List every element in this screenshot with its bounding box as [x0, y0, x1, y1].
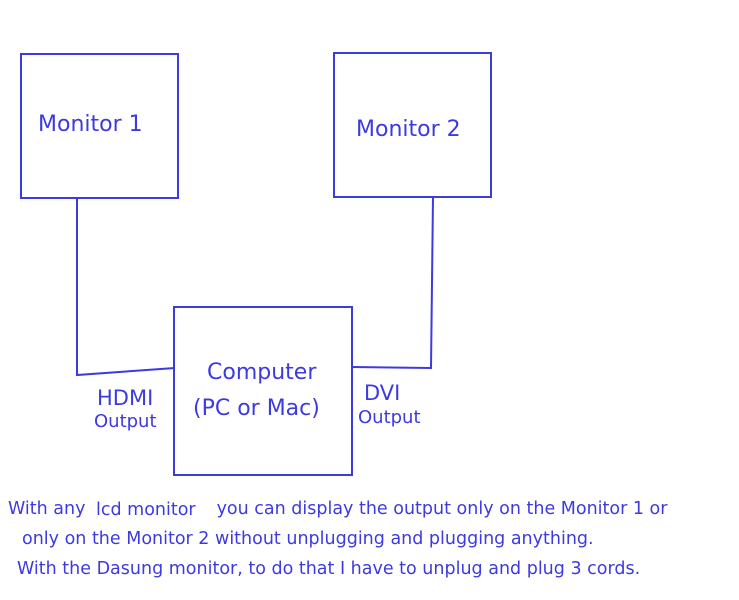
hdmi-cable — [76, 199, 176, 377]
computer-label: Computer — [207, 360, 317, 385]
caption-line-1-end: you can display the output only on the M… — [211, 499, 668, 519]
monitor-2-box — [333, 52, 492, 198]
hdmi-label: HDMI — [97, 386, 153, 410]
computer-type-label: (PC or Mac) — [193, 396, 320, 421]
monitor-2-label: Monitor 2 — [356, 117, 461, 142]
caption-line-3: With the Dasung monitor, to do that I ha… — [17, 559, 640, 579]
dvi-output-label: Output — [358, 407, 421, 428]
monitor-1-box — [20, 53, 179, 199]
dvi-label: DVI — [364, 381, 400, 405]
dvi-cable — [351, 196, 434, 370]
caption-line-1-lcd: lcd monitor — [96, 500, 196, 520]
caption-line-1-start: With any — [8, 499, 85, 519]
monitor-1-label: Monitor 1 — [38, 112, 143, 137]
caption-line-2: only on the Monitor 2 without unplugging… — [22, 529, 594, 549]
hdmi-output-label: Output — [94, 411, 157, 432]
caption-line-1: With any lcd monitor you can display the… — [8, 499, 668, 520]
computer-box — [173, 306, 353, 476]
